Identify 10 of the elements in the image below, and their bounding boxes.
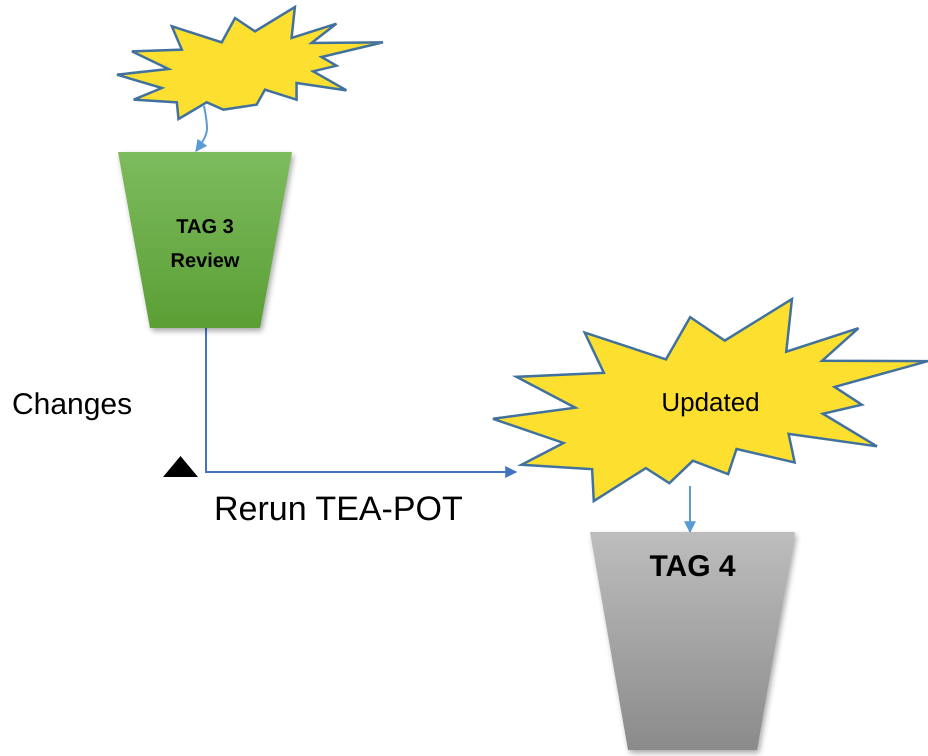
node-label: Updated — [660, 387, 761, 418]
node-label: TAG 4 — [648, 550, 737, 584]
arrow — [684, 486, 696, 534]
starburst-shape — [117, 7, 383, 119]
starburst-shape — [493, 299, 928, 501]
trapezoid-box — [590, 532, 795, 750]
arrow — [205, 328, 518, 478]
trapezoid-box — [118, 152, 292, 328]
arrow — [195, 106, 208, 152]
node-label: TAG 3 Review — [170, 215, 240, 274]
